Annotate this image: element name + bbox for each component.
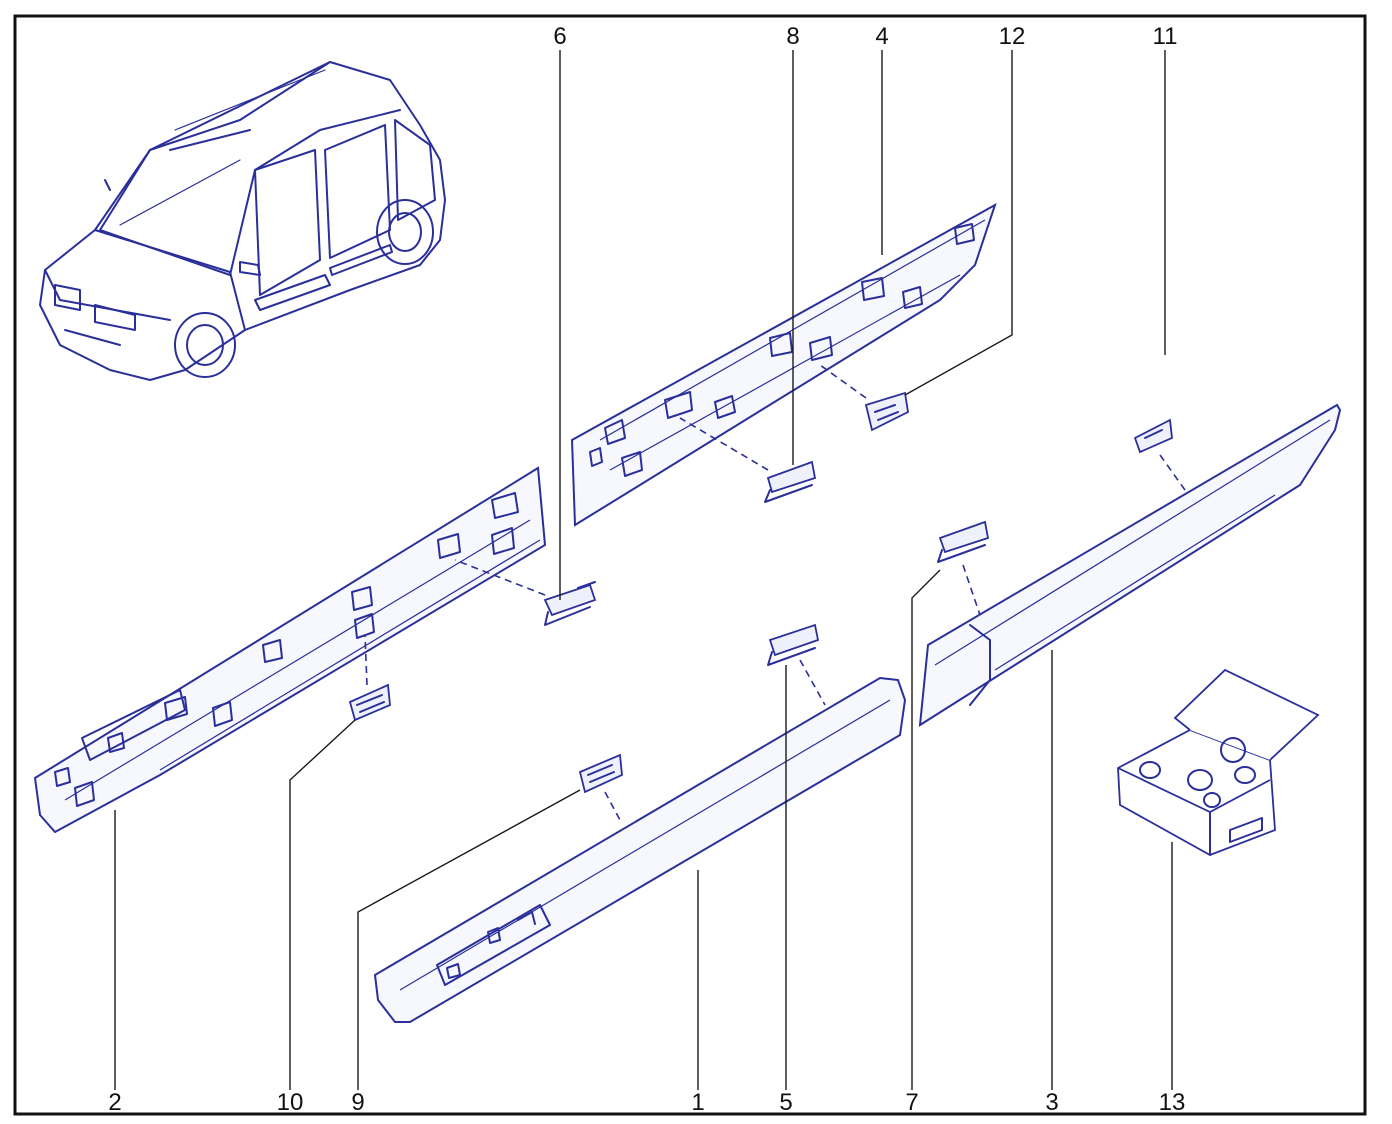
- part-3-moulding: [918, 403, 1342, 727]
- assembly-arrows: [364, 364, 1186, 821]
- callout-5: 5: [779, 1089, 792, 1116]
- part-13-kit-box: [1117, 668, 1320, 856]
- callout-4: 4: [875, 23, 888, 50]
- callout-3: 3: [1045, 1089, 1058, 1116]
- callout-1: 1: [691, 1089, 704, 1116]
- callout-2: 2: [108, 1089, 121, 1116]
- callout-8: 8: [786, 23, 799, 50]
- part-2-moulding: [33, 466, 547, 834]
- clip-10: [348, 683, 391, 722]
- clip-11: [1133, 418, 1173, 454]
- clip-6: [543, 581, 597, 626]
- clip-9: [578, 753, 623, 794]
- callout-11: 11: [1153, 23, 1178, 50]
- callout-10: 10: [277, 1089, 304, 1116]
- callout-9: 9: [351, 1089, 364, 1116]
- clip-5: [767, 623, 820, 666]
- diagram-frame: [13, 14, 1367, 1116]
- clip-12: [864, 391, 909, 432]
- part-1-moulding: [373, 676, 907, 1023]
- clip-8: [764, 460, 817, 503]
- callout-labels: 6 8 4 12 11 2 10 9 1 5 7 3 13: [108, 23, 1185, 1116]
- leader-lines: [114, 50, 1173, 1090]
- vehicle-illustration: [39, 61, 446, 381]
- callout-13: 13: [1159, 1089, 1186, 1116]
- clip-7: [937, 520, 990, 563]
- callout-12: 12: [999, 23, 1026, 50]
- callout-7: 7: [905, 1089, 918, 1116]
- callout-6: 6: [553, 23, 566, 50]
